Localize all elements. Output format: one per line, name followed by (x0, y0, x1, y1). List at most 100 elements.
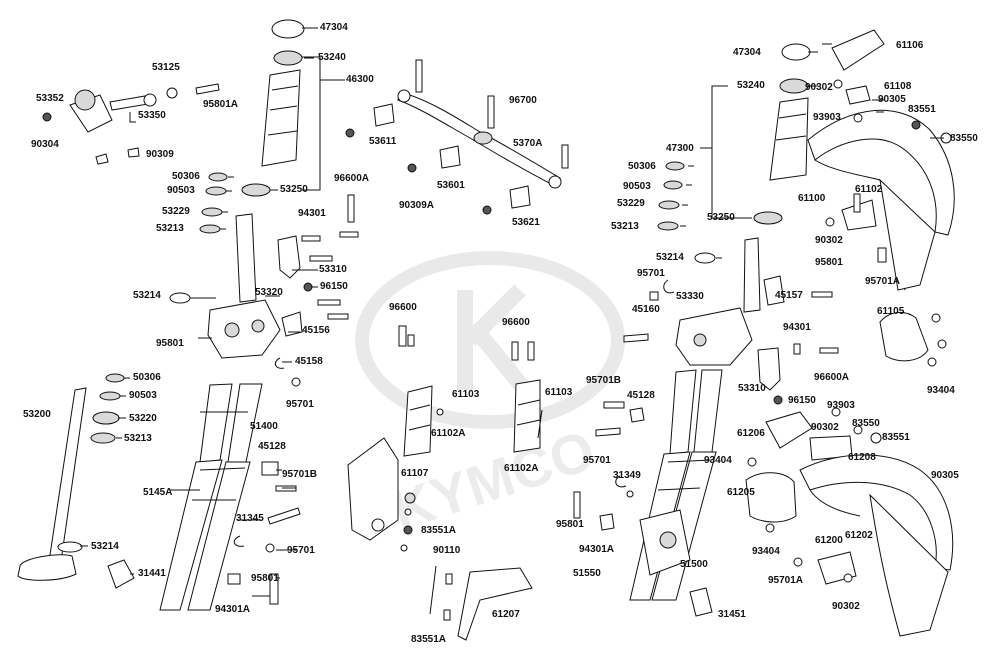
part-label: 53213 (156, 223, 184, 234)
part-label: 93404 (927, 385, 955, 396)
part-label: 47300 (666, 143, 694, 154)
part-label: 61105 (877, 306, 905, 317)
part-label: 31441 (138, 568, 166, 579)
part-label: 53310 (319, 264, 347, 275)
part-label: 90302 (805, 82, 833, 93)
part-label: 45128 (258, 441, 286, 452)
part-label: 90503 (623, 181, 651, 192)
part-label: 95701 (286, 399, 314, 410)
part-label: 53229 (162, 206, 190, 217)
part-label: 51400 (250, 421, 278, 432)
part-label: 50306 (172, 171, 200, 182)
part-label: 61200 (815, 535, 843, 546)
part-label: 53214 (656, 252, 684, 263)
part-label: 50306 (628, 161, 656, 172)
part-label: 45156 (302, 325, 330, 336)
part-label: 96700 (509, 95, 537, 106)
part-label: 53310 (738, 383, 766, 394)
part-label: 95701B (586, 375, 622, 386)
fender-61200 (799, 454, 954, 571)
part-label: 94301 (298, 208, 326, 219)
part-label: 83551 (908, 104, 936, 115)
part-label: 5145A (143, 487, 173, 498)
bracket-61103-right (513, 379, 541, 453)
cover-61106 (831, 29, 885, 71)
part-label: 94301A (579, 544, 615, 555)
bracket-53310-left (277, 235, 301, 279)
part-label: 90305 (878, 94, 906, 105)
part-label: 53330 (676, 291, 704, 302)
part-label: 53350 (138, 110, 166, 121)
part-label: 61107 (401, 468, 429, 479)
part-label: 96150 (788, 395, 816, 406)
part-label: 96600 (502, 317, 530, 328)
part-label: 90503 (167, 185, 195, 196)
part-label: 61108 (884, 81, 912, 92)
part-label: 95801 (156, 338, 184, 349)
part-label: 61202 (845, 530, 873, 541)
part-label: 90503 (129, 390, 157, 401)
stem-lower-bracket-right (675, 307, 753, 366)
part-label: 95701A (768, 575, 804, 586)
part-label: 83550 (852, 418, 880, 429)
part-label: 53352 (36, 93, 64, 104)
part-label: 53125 (152, 62, 180, 73)
fork-tube-left-a (199, 383, 233, 463)
part-label: 61103 (545, 387, 573, 398)
bracket-61207 (457, 567, 533, 641)
part-label: 53229 (617, 198, 645, 209)
part-label: 96600A (814, 372, 850, 383)
part-label: 53320 (255, 287, 283, 298)
part-label: 90309 (146, 149, 174, 160)
bracket-61103-left (403, 385, 433, 457)
part-label: 95801 (251, 573, 279, 584)
part-label: 53250 (280, 184, 308, 195)
part-label: 93903 (827, 400, 855, 411)
part-label: 50306 (133, 372, 161, 383)
part-label: 61208 (848, 452, 876, 463)
part-label: 90309A (399, 200, 435, 211)
part-label: 61103 (452, 389, 480, 400)
part-label: 90110 (433, 545, 461, 556)
part-label: 31349 (613, 470, 641, 481)
part-label: 61100 (798, 193, 826, 204)
part-label: 83551A (421, 525, 457, 536)
part-label: 53621 (512, 217, 540, 228)
part-label: 45128 (627, 390, 655, 401)
part-label: 45157 (775, 290, 803, 301)
part-label: 83551 (882, 432, 910, 443)
part-label: 83550 (950, 133, 978, 144)
bracket-61107 (347, 437, 399, 541)
part-label: 96150 (320, 281, 348, 292)
part-label: 90302 (815, 235, 843, 246)
part-label: 94301A (215, 604, 251, 615)
part-label: 53213 (124, 433, 152, 444)
nut-53240-left (273, 50, 303, 66)
part-label: 61102A (504, 463, 539, 474)
front-fender-61100 (807, 109, 955, 236)
steering-stem-53320 (235, 213, 257, 303)
part-label: 47304 (320, 22, 348, 33)
part-label: 93404 (752, 546, 780, 557)
part-label: 61206 (737, 428, 765, 439)
part-label: 61102 (855, 184, 883, 195)
part-label: 61207 (492, 609, 520, 620)
bracket-61205 (745, 472, 797, 523)
part-label: 61106 (896, 40, 924, 51)
part-label: 90302 (811, 422, 839, 433)
part-label: 95701 (637, 268, 665, 279)
part-label: 53601 (437, 180, 465, 191)
part-label: 53240 (737, 80, 765, 91)
part-label: 95701A (865, 276, 901, 287)
part-label: 95801 (556, 519, 584, 530)
handle-holder-46300 (261, 69, 301, 167)
part-label: 90304 (31, 139, 59, 150)
part-label: 90302 (832, 601, 860, 612)
part-label: 5370A (513, 138, 543, 149)
part-label: 95701 (287, 545, 315, 556)
part-label: 83551A (411, 634, 447, 645)
right-steering-assembly (573, 29, 955, 637)
part-label: 31345 (236, 513, 264, 524)
